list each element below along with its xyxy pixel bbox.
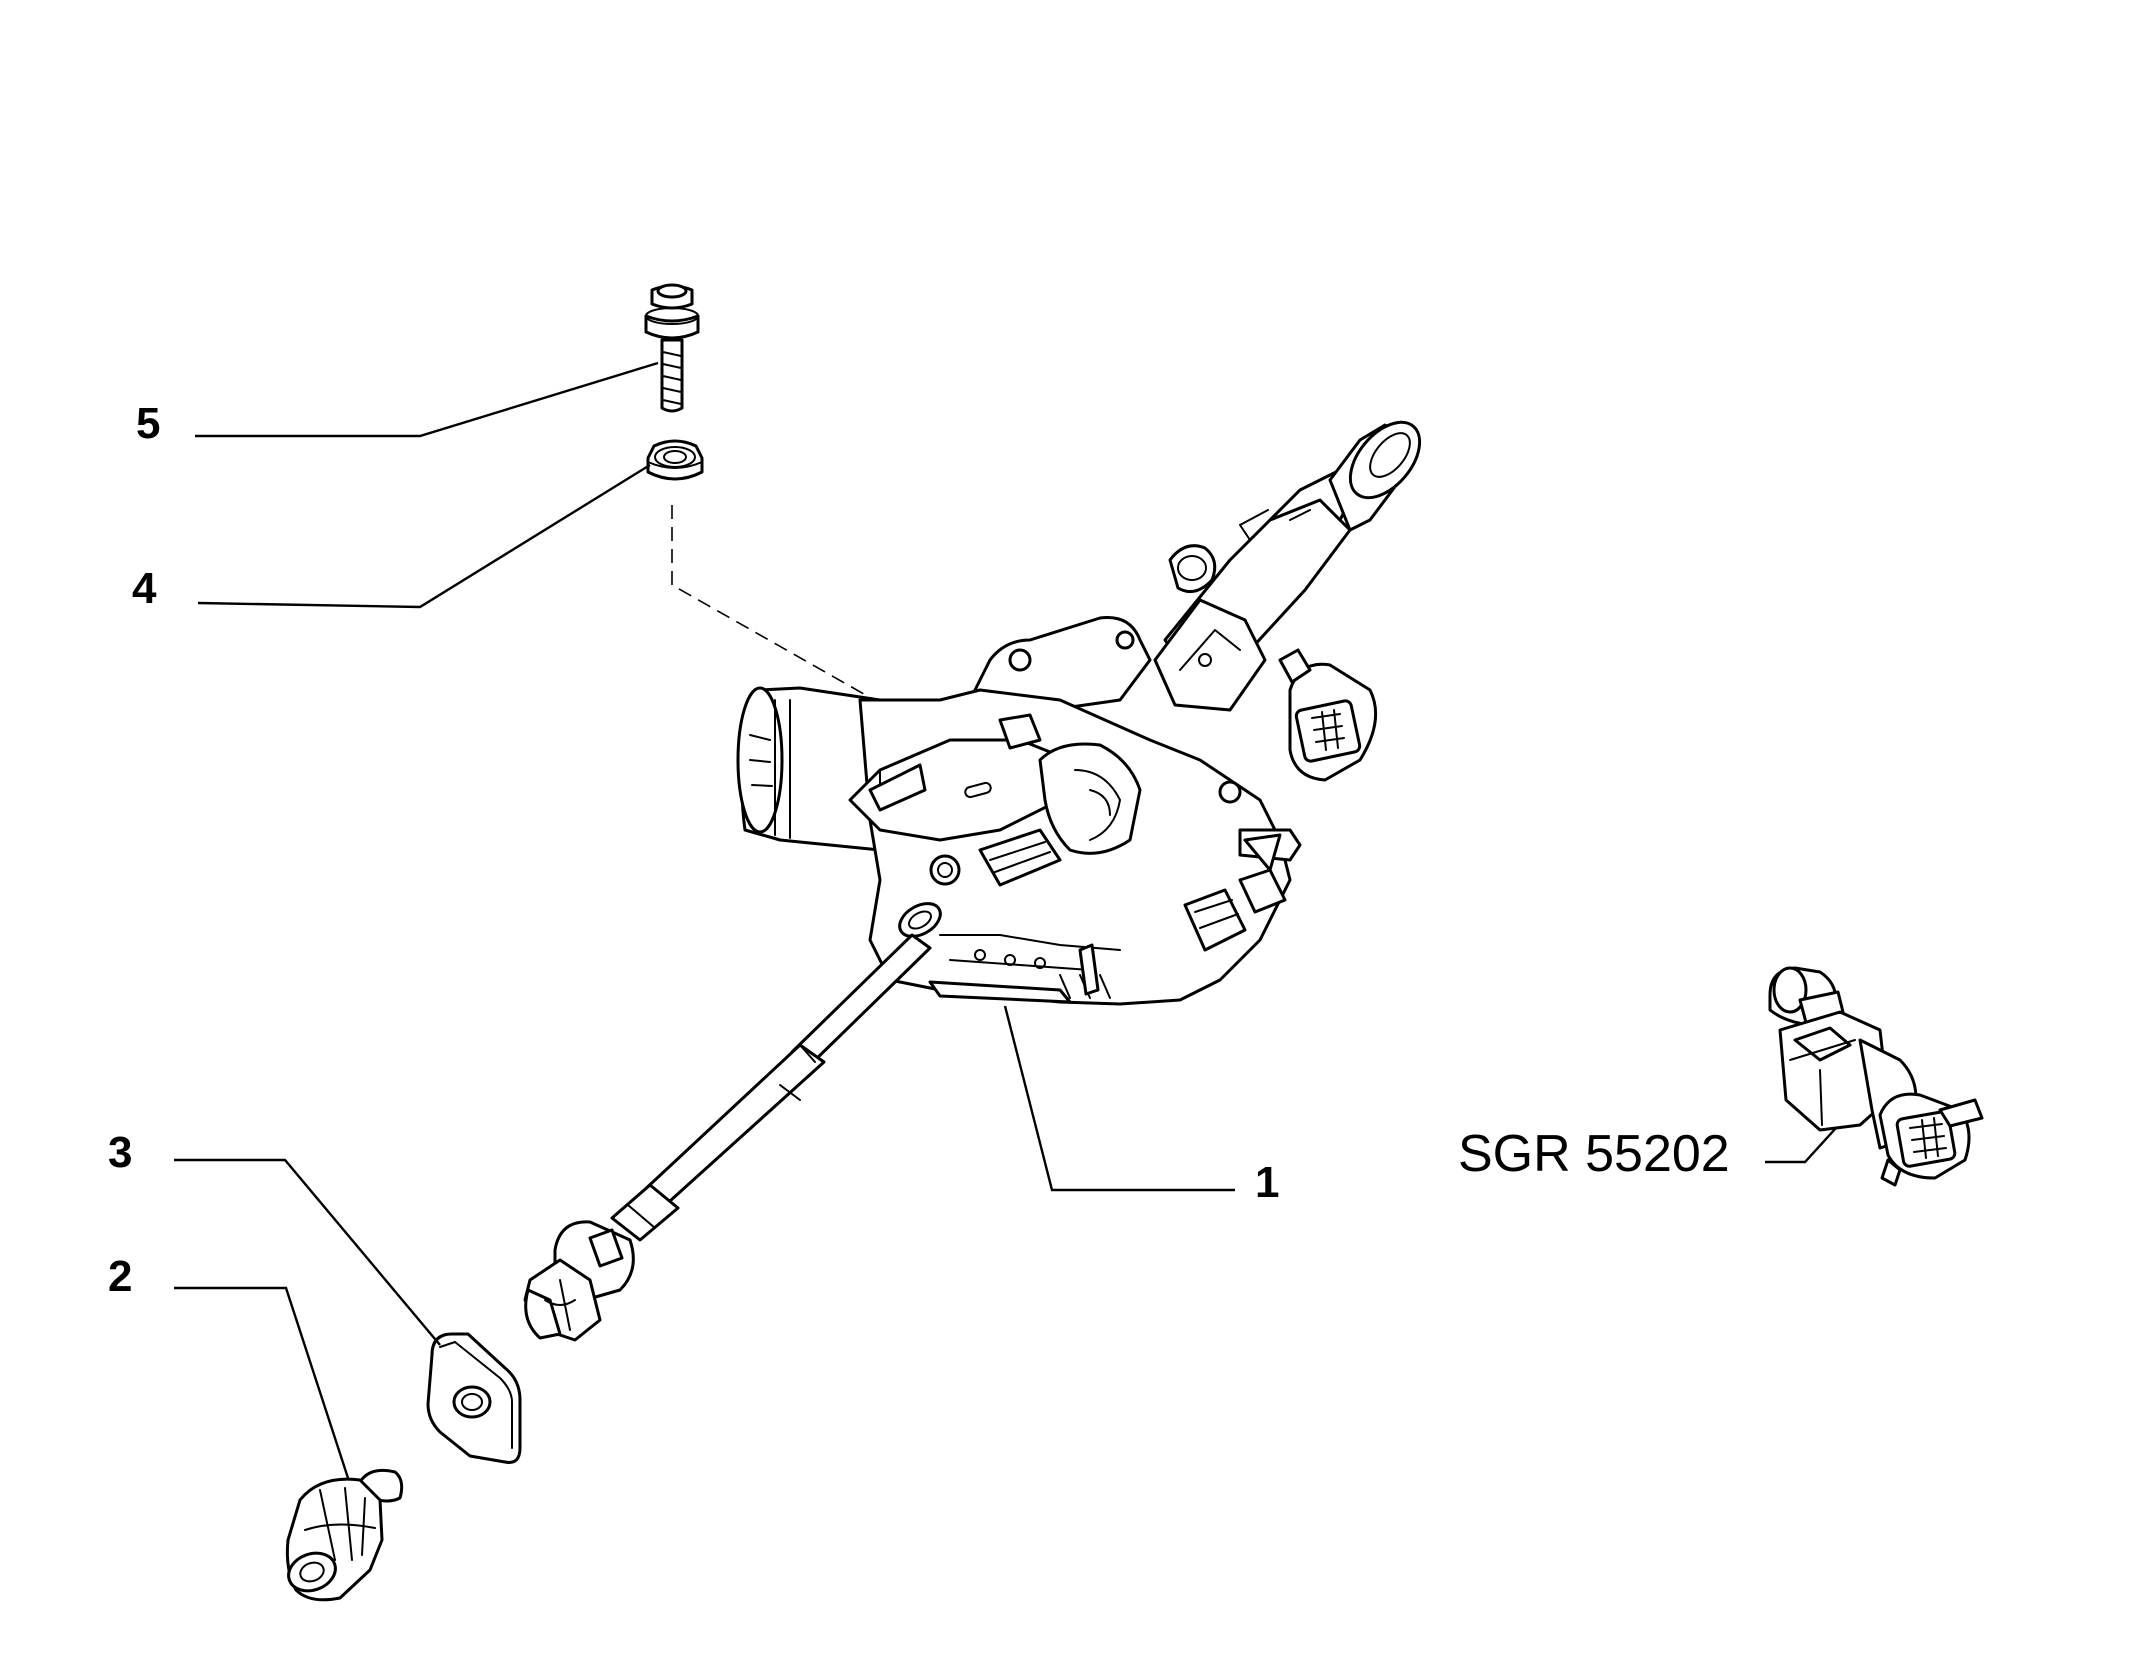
leader-4 [197, 463, 651, 609]
leader-3 [174, 1158, 441, 1346]
leader-1 [1003, 1005, 1235, 1192]
callout-3: 3 [108, 1128, 132, 1177]
connector-sgr-55202 [1768, 966, 1984, 1187]
callout-1: 1 [1255, 1158, 1279, 1207]
callout-labels: 5 4 3 2 1 SGR 55202 [108, 399, 1730, 1301]
leader-2 [174, 1286, 350, 1479]
callout-2: 2 [108, 1252, 132, 1301]
leader-lines [174, 361, 1837, 1479]
leader-sgr [1765, 1127, 1837, 1164]
callout-4: 4 [132, 564, 157, 613]
part-1-steering-column [523, 420, 1422, 1342]
leader-5 [195, 361, 659, 438]
callout-5: 5 [136, 399, 160, 448]
part-5-bolt [644, 283, 700, 413]
reference-code: SGR 55202 [1458, 1125, 1730, 1183]
part-4-nut [646, 439, 704, 481]
part-2-boot [285, 1468, 404, 1602]
assembly-dashed-line [671, 505, 886, 795]
part-3-gasket [426, 1332, 522, 1464]
